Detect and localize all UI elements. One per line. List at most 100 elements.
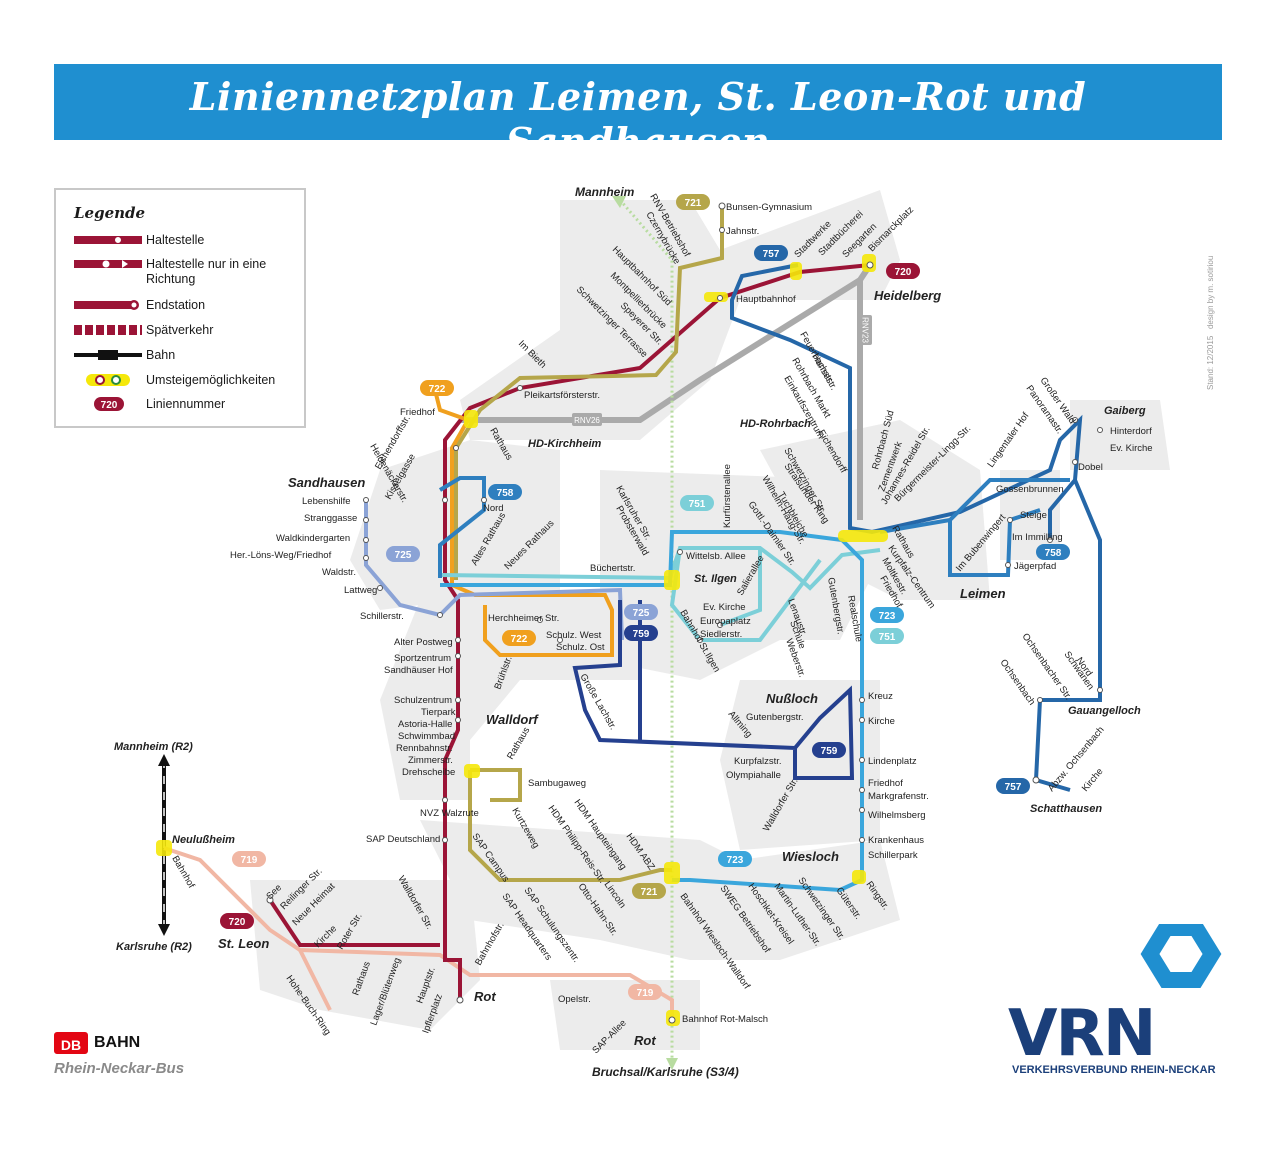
stop-friedhof-kh: Friedhof bbox=[400, 407, 435, 418]
badge-719-rot: 719 bbox=[637, 988, 654, 999]
legend-label-one-way: Haltestelle nur in eine Richtung bbox=[146, 257, 267, 286]
stop-sambugaweg: Sambugaweg bbox=[528, 778, 586, 789]
terminus-symbol bbox=[74, 300, 139, 310]
place-hd-rohrbach: HD-Rohrbach bbox=[740, 418, 811, 430]
line-759 bbox=[572, 600, 855, 780]
vrn-logo-block: VRN VERKEHRSVERBUND RHEIN-NECKAR bbox=[1008, 924, 1228, 1084]
stop-alter-postweg: Alter Postweg bbox=[394, 637, 453, 648]
place-leimen: Leimen bbox=[960, 586, 1006, 601]
place-mannheim-top: Mannheim bbox=[575, 185, 635, 199]
badge-758-sh: 758 bbox=[497, 488, 514, 499]
one-way-stop-symbol bbox=[74, 260, 142, 268]
page-title: Liniennetzplan Leimen, St. Leon-Rot und … bbox=[189, 74, 1087, 164]
badge-751-si: 751 bbox=[689, 499, 706, 510]
stop-nvz-walzrute: NVZ Walzrute bbox=[420, 808, 479, 819]
stop-labels: Bunsen-Gymnasium Jahnstr. Hauptbahnhof P… bbox=[230, 202, 1153, 1025]
stop-kreuz: Kreuz bbox=[868, 691, 893, 702]
badge-720-top: 720 bbox=[895, 267, 912, 278]
rail-symbol bbox=[74, 350, 142, 360]
stop-herchheimer: Herchheimer Str. bbox=[488, 613, 559, 624]
stop-schulz-west: Schulz. West bbox=[546, 630, 602, 641]
place-st-leon: St. Leon bbox=[218, 936, 269, 951]
vrn-hexagon-icon bbox=[1140, 924, 1222, 988]
rnv23-label: RNV23 bbox=[861, 317, 870, 343]
vrn-subtitle: VERKEHRSVERBUND RHEIN-NECKAR bbox=[1012, 1064, 1216, 1076]
badge-759-si: 759 bbox=[633, 629, 650, 640]
interchange-symbol bbox=[86, 374, 130, 386]
bruchsal-arrow-icon bbox=[666, 1058, 678, 1070]
badge-719-sl: 719 bbox=[241, 855, 258, 866]
stop-bhf-rot-malsch: Bahnhof Rot-Malsch bbox=[682, 1014, 768, 1025]
place-bruchsal: Bruchsal/Karlsruhe (S3/4) bbox=[592, 1065, 739, 1079]
stop-waldkindergarten: Waldkindergarten bbox=[276, 533, 350, 544]
stop-opelstr: Opelstr. bbox=[558, 994, 591, 1005]
stop-lindenplatz: Lindenplatz bbox=[868, 756, 917, 767]
place-wiesloch: Wiesloch bbox=[782, 849, 839, 864]
stop-zimmerstr: Zimmerstr. bbox=[408, 755, 453, 766]
db-subtitle: Rhein-Neckar-Bus bbox=[54, 1060, 185, 1077]
legend-label-terminus: Endstation bbox=[146, 298, 206, 312]
stop-ev-kirche-g: Ev. Kirche bbox=[1110, 443, 1153, 454]
badge-751-leimen: 751 bbox=[879, 632, 896, 643]
place-walldorf: Walldorf bbox=[486, 712, 539, 727]
badge-721-wl: 721 bbox=[641, 887, 658, 898]
stop-gutenbergstr-n: Gutenbergstr. bbox=[746, 712, 804, 723]
design-note: design by m. sotiriou bbox=[1206, 255, 1215, 330]
place-nussloch: Nußloch bbox=[766, 691, 818, 706]
stop-sportzentrum: Sportzentrum bbox=[394, 653, 451, 664]
stop-sandhaeuser-hof: Sandhäuser Hof bbox=[384, 665, 453, 676]
stop-wilhelmsberg: Wilhelmsberg bbox=[868, 810, 926, 821]
stop-astoria: Astoria-Halle bbox=[398, 719, 452, 730]
stop-kirche-n: Kirche bbox=[868, 716, 895, 727]
place-heidelberg: Heidelberg bbox=[874, 288, 941, 303]
place-hd-kirchheim: HD-Kirchheim bbox=[528, 438, 602, 450]
stop-lebenshilfe: Lebenshilfe bbox=[302, 496, 351, 507]
badge-758-leimen: 758 bbox=[1045, 548, 1062, 559]
place-karlsruhe-r2: Karlsruhe (R2) bbox=[116, 941, 192, 953]
legend-title: Legende bbox=[74, 204, 146, 222]
rnv26-badge bbox=[572, 413, 602, 426]
stop-markgrafenstr: Markgrafenstr. bbox=[868, 791, 929, 802]
place-mannheim-r2: Mannheim (R2) bbox=[114, 741, 193, 753]
stop-hauptbahnhof: Hauptbahnhof bbox=[736, 294, 796, 305]
line-723 bbox=[440, 530, 864, 893]
stop-mmilling: Im Immilling bbox=[1012, 532, 1063, 543]
stop-schwimmbad: Schwimmbad bbox=[398, 731, 455, 742]
place-schatthausen: Schatthausen bbox=[1030, 803, 1102, 815]
line-722 bbox=[433, 389, 614, 657]
sbahn-line bbox=[618, 199, 674, 1060]
stop-gossenbrunnen: Gossenbrunnen bbox=[996, 484, 1064, 495]
mannheim-arrow-icon bbox=[612, 196, 626, 208]
stop-lattweg: Lattweg bbox=[344, 585, 377, 596]
badge-720-sl: 720 bbox=[229, 917, 246, 928]
stop-wittelsb: Wittelsb. Allee bbox=[686, 551, 746, 562]
place-st-ilgen: St. Ilgen bbox=[694, 573, 737, 585]
stop-bunsen: Bunsen-Gymnasium bbox=[726, 202, 812, 213]
stop-ochsenbach: Ochsenbach bbox=[998, 657, 1038, 707]
legend-label-stop: Haltestelle bbox=[146, 233, 205, 247]
stop-buechertstr: Büchertstr. bbox=[590, 563, 635, 574]
place-names: Heidelberg HD-Kirchheim HD-Rohrbach Sand… bbox=[114, 185, 1146, 1079]
stand-note: Stand: 12/2015 design by m. sotiriou bbox=[1206, 190, 1226, 390]
legend-panel: Legende Haltestelle Haltestelle nur in e… bbox=[54, 188, 306, 428]
stop-pleikarts: Pleikartsförsterstr. bbox=[524, 390, 600, 401]
stop-kurpfalzstr: Kurpfalzstr. bbox=[734, 756, 782, 767]
badge-721-top: 721 bbox=[685, 198, 702, 209]
db-logo-icon: DB bbox=[54, 1032, 88, 1054]
stop-markers bbox=[266, 202, 1103, 1024]
badge-759-nl: 759 bbox=[821, 746, 838, 757]
stop-bahnhofstr: Bahnhofstr. bbox=[473, 920, 507, 967]
stop-schulzentrum: Schulzentrum bbox=[394, 695, 452, 706]
stop-jaegerpfad: Jägerpfad bbox=[1014, 561, 1056, 572]
badge-725-si: 725 bbox=[633, 608, 650, 619]
stop-kirche-s: Kirche bbox=[1080, 766, 1106, 794]
stop-olympiahalle: Olympiahalle bbox=[726, 770, 781, 781]
line-badges: 721 757 720 722 758 751 725 725 759 722 … bbox=[220, 194, 1070, 1000]
stop-krankenhaus: Krankenhaus bbox=[868, 835, 924, 846]
line-758 bbox=[438, 476, 1070, 578]
place-gaiberg: Gaiberg bbox=[1104, 405, 1146, 417]
stop-waldstr: Waldstr. bbox=[322, 567, 356, 578]
stop-schillerpark: Schillerpark bbox=[868, 850, 918, 861]
vrn-wordmark: VRN bbox=[1008, 997, 1156, 1071]
